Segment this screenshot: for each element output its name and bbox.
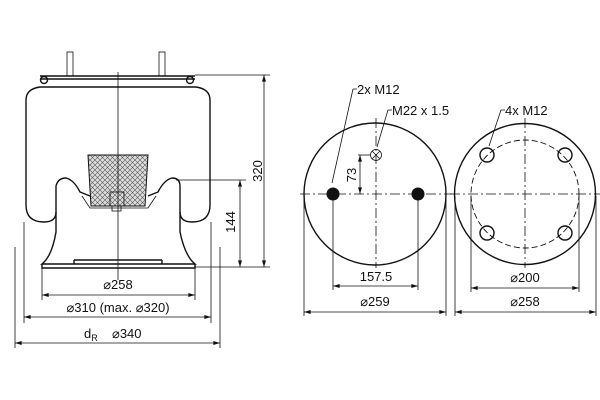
bellows bbox=[25, 86, 211, 223]
label-bottom-diameter: ⌀258 bbox=[510, 294, 540, 309]
bolt-hole bbox=[479, 147, 495, 163]
stud-hole bbox=[326, 187, 340, 201]
leader-holes bbox=[488, 109, 505, 147]
leader-air-port bbox=[376, 109, 392, 148]
bolt-hole bbox=[557, 225, 573, 241]
label-height-total: 320 bbox=[250, 160, 265, 182]
bumper-nut bbox=[111, 205, 122, 212]
stud-hole bbox=[411, 187, 425, 201]
stud-left bbox=[66, 51, 74, 77]
label-top-diameter: ⌀259 bbox=[360, 294, 390, 309]
bolt-hole bbox=[557, 147, 573, 163]
leader-studs bbox=[331, 88, 357, 184]
label-bolt-circle: ⌀200 bbox=[510, 270, 540, 285]
label-stud-spacing: 157.5 bbox=[360, 269, 393, 284]
bumper-cup bbox=[81, 195, 157, 209]
bead-left bbox=[39, 75, 49, 85]
bead-right bbox=[185, 75, 195, 85]
label-holes: 4x M12 bbox=[505, 103, 548, 118]
label-dr: dR bbox=[84, 326, 98, 343]
air-port-icon bbox=[370, 149, 382, 161]
label-piston-diameter: ⌀258 bbox=[103, 277, 133, 292]
label-air-port: M22 x 1.5 bbox=[392, 103, 449, 118]
bolt-hole bbox=[479, 225, 495, 241]
piston bbox=[40, 212, 197, 269]
top-plate-view: 2x M12 M22 x 1.5 73 157.5 ⌀259 bbox=[300, 82, 452, 316]
bottom-plate-view: 4x M12 ⌀200 ⌀258 bbox=[450, 103, 600, 316]
stud-right bbox=[158, 51, 166, 77]
label-offset: 73 bbox=[344, 168, 359, 182]
label-height-piston: 144 bbox=[223, 211, 238, 233]
top-plate bbox=[40, 75, 195, 80]
label-dr-diameter: ⌀340 bbox=[112, 326, 142, 341]
side-view: 320 144 ⌀258 ⌀310 (max. ⌀320) dR ⌀340 bbox=[14, 51, 270, 348]
label-bellows-diameter: ⌀310 (max. ⌀320) bbox=[66, 300, 169, 315]
label-studs: 2x M12 bbox=[357, 82, 400, 97]
